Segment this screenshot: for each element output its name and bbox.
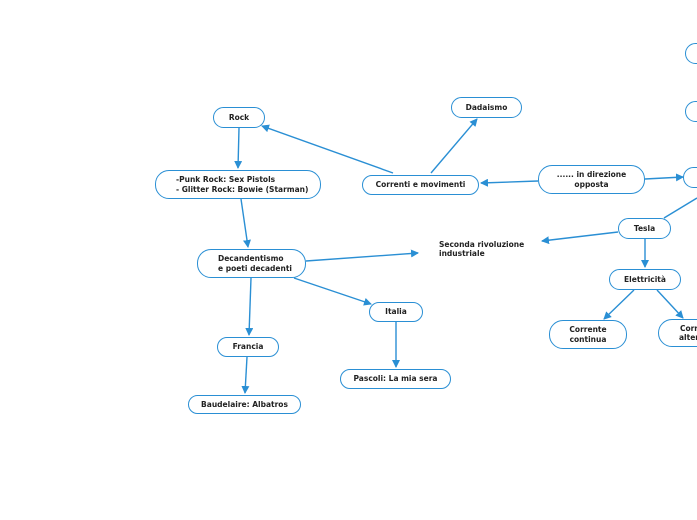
edge-correnti-rock bbox=[261, 124, 394, 174]
node-italia[interactable]: Italia bbox=[369, 302, 423, 322]
node-elettricita[interactable]: Elettricità bbox=[609, 269, 681, 290]
edge-elettricita-continua bbox=[603, 289, 635, 320]
edge-punk-decadentismo bbox=[240, 198, 251, 248]
node-correnti-movimenti[interactable]: Correnti e movimenti bbox=[362, 175, 479, 195]
edge-tesla-seconda bbox=[541, 231, 619, 245]
node-dadaismo[interactable]: Dadaismo bbox=[451, 97, 522, 118]
node-pascoli[interactable]: Pascoli: La mia sera bbox=[340, 369, 451, 389]
edge-decadentismo-italia bbox=[293, 277, 372, 306]
node-corrente-continua[interactable]: Corrente continua bbox=[549, 320, 627, 349]
edge-elettricita-alternata bbox=[656, 289, 684, 319]
offscreen-node-3[interactable] bbox=[683, 167, 697, 188]
node-tesla[interactable]: Tesla bbox=[618, 218, 671, 239]
edge-direzione-right bbox=[644, 173, 684, 182]
node-decadentismo[interactable]: Decandentismo e poeti decadenti bbox=[197, 249, 306, 278]
node-baudelaire[interactable]: Baudelaire: Albatros bbox=[188, 395, 301, 414]
edge-decadentismo-seconda bbox=[305, 249, 419, 262]
node-punk-glitter[interactable]: -Punk Rock: Sex Pistols - Glitter Rock: … bbox=[155, 170, 321, 199]
node-seconda-rivoluzione[interactable]: Seconda rivoluzione industriale bbox=[439, 240, 525, 259]
edge-rock-punk bbox=[234, 127, 243, 169]
node-corrente-alternata[interactable]: Corrente alternata bbox=[658, 319, 697, 347]
edge-francia-baudelaire bbox=[241, 356, 250, 394]
edge-direzione-correnti bbox=[480, 178, 539, 187]
node-francia[interactable]: Francia bbox=[217, 337, 279, 357]
node-rock[interactable]: Rock bbox=[213, 107, 265, 128]
edge-correnti-dadaismo bbox=[430, 118, 478, 174]
node-direzione-opposta[interactable]: ...... in direzione opposta bbox=[538, 165, 645, 194]
edge-decadentismo-francia bbox=[245, 277, 254, 336]
edge-right-tesla bbox=[663, 197, 697, 219]
